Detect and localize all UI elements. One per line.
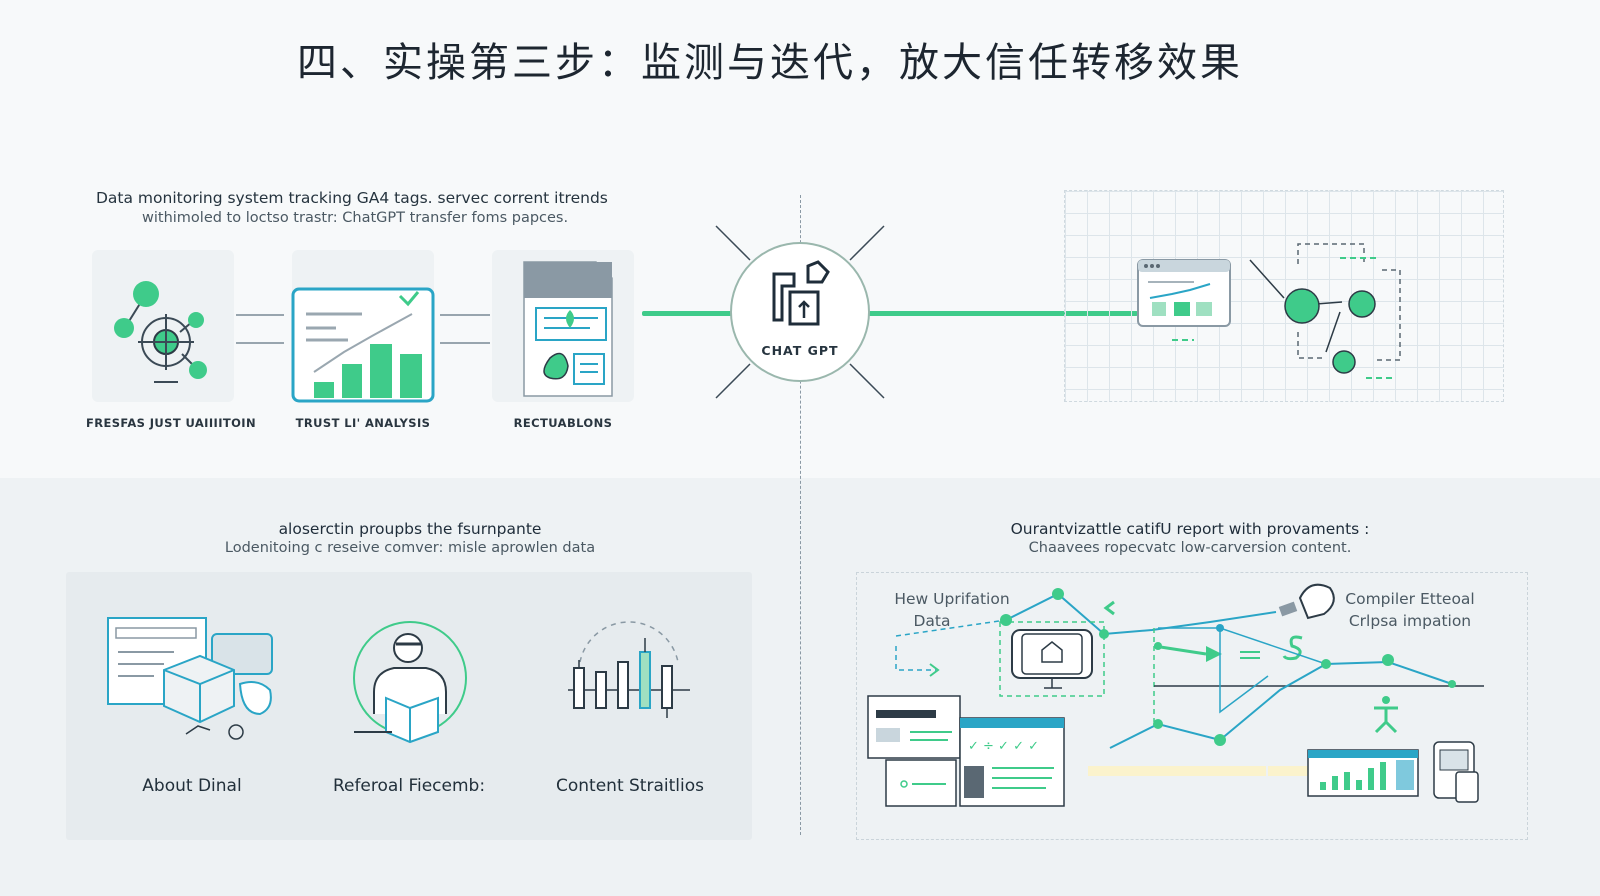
svg-text:✓ ÷ ✓ ✓ ✓: ✓ ÷ ✓ ✓ ✓	[968, 739, 1039, 754]
network-nodes-icon	[114, 281, 207, 383]
left-section-heading: aloserctin proupbs the fsurnpante	[278, 520, 542, 538]
intro-line-1: Data monitoring system tracking GA4 tags…	[96, 189, 608, 207]
document-icon	[523, 261, 613, 397]
flow-line-right	[868, 311, 1138, 316]
vertical-divider	[800, 195, 801, 835]
right-section-subheading: Chaavees ropecvatc low-carversion conten…	[1028, 540, 1352, 556]
card-label-3: RECTUABLONS	[513, 416, 613, 430]
left-item-label-3: Content Straitlios	[556, 776, 704, 796]
card-label-1: FRESFAS JUST UAIIIITOIN	[85, 416, 257, 430]
box-document-icon	[107, 617, 273, 740]
right-note-right-2: Crlpsa impation	[1348, 612, 1472, 630]
bar-chart-icon	[291, 287, 435, 403]
chat-gpt-hub	[730, 242, 870, 382]
intro-line-2: withimoled to loctso trastr: ChatGPT tra…	[142, 210, 569, 226]
network-browser-icon	[1137, 243, 1401, 379]
card-label-2: TRUST LI' ANALYSIS	[295, 416, 431, 430]
left-item-label-2: Referoal Fiecemb:	[332, 776, 486, 796]
card-connector	[236, 342, 284, 344]
card-connector	[236, 314, 284, 316]
chat-gpt-icon	[772, 260, 830, 326]
page-title: 四、实操第三步：监测与迭代，放大信任转移效果	[297, 40, 1243, 86]
candlestick-chart-icon	[568, 621, 690, 718]
card-connector	[440, 314, 490, 316]
flow-line-left	[642, 311, 732, 316]
person-reading-icon	[353, 621, 467, 744]
right-section-heading: Ourantvizattle catifU report with provam…	[1010, 520, 1370, 538]
right-note-left-2: Data	[913, 612, 951, 630]
left-item-label-1: About Dinal	[142, 776, 242, 796]
left-section-subheading: Lodenitoing c reseive comver: misle apro…	[224, 540, 596, 556]
card-connector	[440, 342, 490, 344]
right-note-left-1: Hew Uprifation	[894, 590, 1010, 608]
report-flow-icon: ✓ ÷ ✓ ✓ ✓	[867, 583, 1484, 807]
right-note-right-1: Compiler Etteoal	[1345, 590, 1475, 608]
hub-rays	[715, 225, 885, 399]
hub-label: CHAT GPT	[761, 343, 839, 358]
